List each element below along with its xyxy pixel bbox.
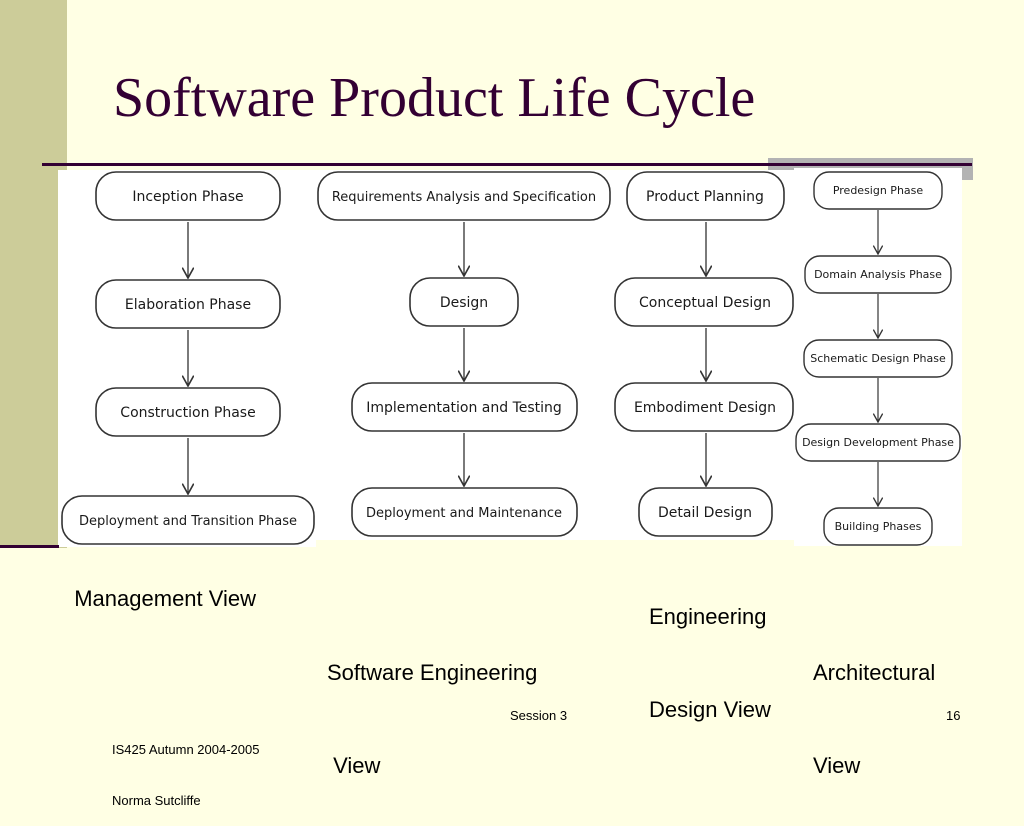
phase-node-requirements: Requirements Analysis and Specification (317, 171, 611, 221)
footer-session: Session 3 (510, 708, 568, 723)
svg-text:Deployment and Maintenance: Deployment and Maintenance (366, 506, 562, 521)
lower-rule (0, 545, 59, 548)
phase-node-conceptual-design: Conceptual Design (614, 277, 794, 327)
phase-node-deployment-maintenance: Deployment and Maintenance (351, 487, 578, 537)
phase-node-design: Design (409, 277, 519, 327)
architectural-view-label: Architectural View (813, 660, 936, 778)
svg-text:Elaboration Phase: Elaboration Phase (125, 297, 251, 313)
phase-node-construction: Construction Phase (95, 387, 281, 437)
phase-node-elaboration: Elaboration Phase (95, 279, 281, 329)
svg-text:Embodiment Design: Embodiment Design (634, 400, 776, 416)
phase-node-building-phases: Building Phases (823, 507, 933, 546)
phase-node-schematic-design: Schematic Design Phase (803, 339, 953, 378)
footer-page-number: 16 (946, 708, 961, 723)
phase-node-predesign: Predesign Phase (813, 171, 943, 210)
svg-text:Implementation and Testing: Implementation and Testing (366, 400, 562, 416)
svg-text:Predesign Phase: Predesign Phase (833, 184, 924, 197)
architectural-view-diagram: Predesign Phase Domain Analysis Phase Sc… (794, 168, 962, 546)
svg-text:Schematic Design Phase: Schematic Design Phase (810, 352, 946, 365)
footer-course-info: IS425 Autumn 2004-2005 Norma Sutcliffe (112, 742, 260, 808)
phase-node-inception: Inception Phase (95, 171, 281, 221)
phase-node-domain-analysis: Domain Analysis Phase (804, 255, 952, 294)
engineering-design-view-label: Engineering Design View (649, 604, 771, 722)
slide-title: Software Product Life Cycle (113, 67, 756, 129)
svg-text:Inception Phase: Inception Phase (132, 189, 243, 205)
software-engineering-view-diagram: Requirements Analysis and Specification … (316, 170, 612, 540)
svg-text:Conceptual Design: Conceptual Design (639, 295, 771, 311)
management-view-diagram: Inception Phase Elaboration Phase Constr… (58, 170, 316, 547)
engineering-design-view-diagram: Product Planning Conceptual Design Embod… (612, 170, 794, 540)
svg-text:Building Phases: Building Phases (835, 520, 922, 533)
svg-text:Construction Phase: Construction Phase (120, 405, 255, 421)
phase-node-deployment-transition: Deployment and Transition Phase (61, 495, 315, 545)
phase-node-product-planning: Product Planning (626, 171, 785, 221)
title-underline (42, 163, 972, 166)
svg-text:Design: Design (440, 295, 488, 311)
svg-text:Deployment and Transition Phas: Deployment and Transition Phase (79, 514, 297, 529)
svg-text:Domain Analysis Phase: Domain Analysis Phase (814, 268, 942, 281)
software-engineering-view-label: Software Engineering View (327, 660, 538, 778)
phase-node-design-development: Design Development Phase (795, 423, 961, 462)
phase-node-detail-design: Detail Design (638, 487, 773, 537)
phase-node-embodiment-design: Embodiment Design (614, 382, 794, 432)
svg-text:Product Planning: Product Planning (646, 189, 764, 205)
svg-text:Design Development Phase: Design Development Phase (802, 436, 954, 449)
svg-text:Detail Design: Detail Design (658, 505, 752, 521)
phase-node-implementation-testing: Implementation and Testing (351, 382, 578, 432)
management-view-label: Management View (74, 586, 257, 611)
left-decorative-band (0, 0, 67, 548)
svg-text:Requirements Analysis and Spec: Requirements Analysis and Specification (332, 190, 596, 205)
